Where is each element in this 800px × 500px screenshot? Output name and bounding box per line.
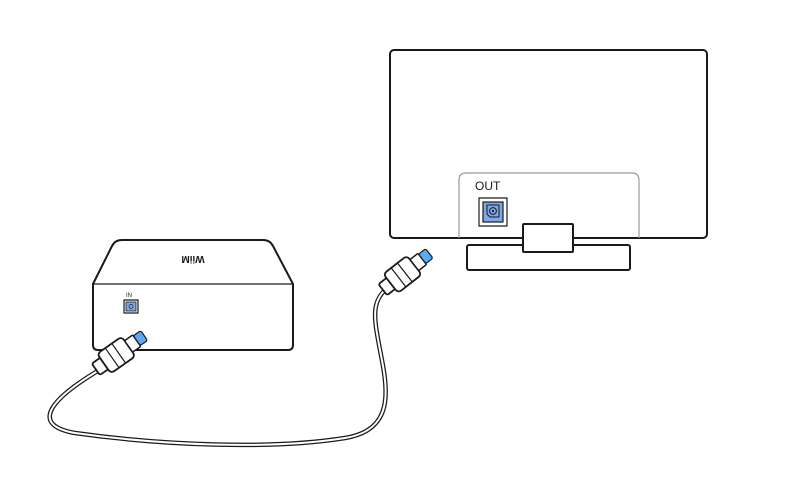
optical-port-icon xyxy=(478,197,508,227)
optical-port-icon xyxy=(123,299,139,314)
tv-rear-panel xyxy=(458,172,640,238)
cable-connector-icon xyxy=(378,248,433,296)
tv: OUT xyxy=(389,49,708,271)
optical-cable xyxy=(47,248,433,448)
wiim-device: WiiM IN xyxy=(92,239,294,351)
device-input-port-label: IN xyxy=(126,293,132,299)
cable-connector-icon xyxy=(91,330,148,376)
tv-output-port-label: OUT xyxy=(475,179,501,193)
device-logo: WiiM xyxy=(181,253,204,264)
tv-stand-neck xyxy=(522,223,574,253)
tv-screen-frame xyxy=(389,49,708,239)
